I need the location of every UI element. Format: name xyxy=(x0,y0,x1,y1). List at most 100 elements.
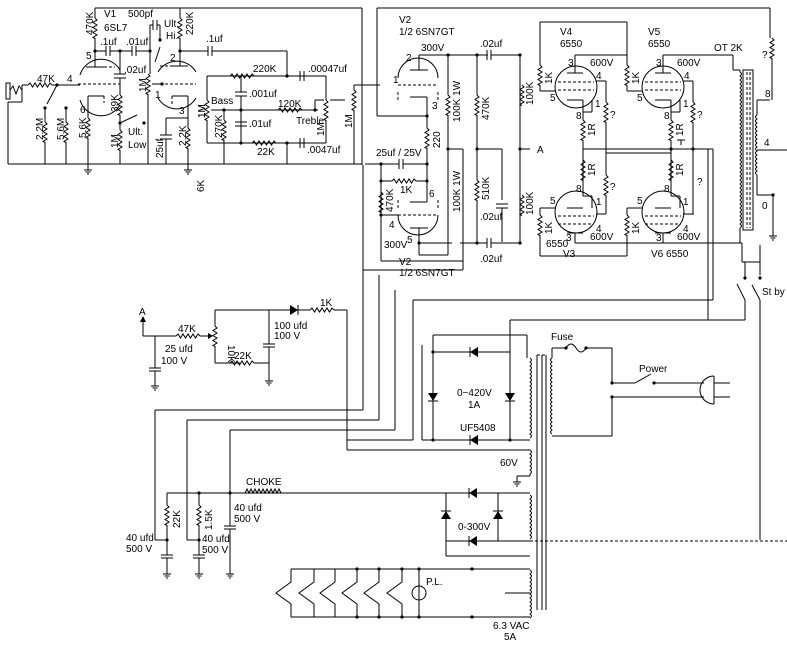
label-pin6: 6 xyxy=(80,105,86,116)
label-v5: V5 xyxy=(648,27,661,38)
label-r-100k-1w-b: 100K 1W xyxy=(452,170,463,212)
label-pi-pin3: 3 xyxy=(432,101,438,112)
tone-stack xyxy=(204,71,380,164)
label-v4-type: 6550 xyxy=(560,39,583,50)
labels: V1 6SL7 500pf Ult. Hi. .1uf .01uf .1uf .… xyxy=(35,9,785,643)
label-v4-cathode-r: 1R xyxy=(587,123,598,136)
label-choke: CHOKE xyxy=(246,477,282,488)
label-r-270k: 270K xyxy=(214,114,225,138)
label-c-0047: .0047uf xyxy=(307,145,341,156)
label-tone-220k: 220K xyxy=(253,64,277,75)
power-tubes xyxy=(518,21,742,320)
label-r-5-6m: 5.6M xyxy=(56,118,67,140)
label-c-02-bot: .02uf xyxy=(480,254,502,265)
label-bias-25ufd-v: 100 V xyxy=(161,356,187,367)
label-v2-bottom-type: 1/2 6SN7GT xyxy=(399,268,455,279)
power-supply xyxy=(154,270,787,619)
label-c-01: .01uf xyxy=(249,119,271,130)
label-pot-1m: 1M xyxy=(138,78,149,92)
label-volume-pot: 1M xyxy=(344,114,355,128)
label-c-02-top: .02uf xyxy=(480,39,502,50)
label-pi-pin5: 5 xyxy=(407,235,413,246)
output-transformer xyxy=(710,8,787,540)
label-300v-bottom: 300V xyxy=(384,240,408,251)
label-v4-pin5: 5 xyxy=(550,93,556,104)
label-v3-pin3: 3 xyxy=(566,233,572,244)
label-power[interactable]: Power xyxy=(639,364,668,375)
label-v6: V6 6550 xyxy=(651,249,689,260)
label-v3-cathode-r: 1R xyxy=(587,163,598,176)
label-v1-type: 6SL7 xyxy=(104,23,128,34)
label-c-25uf: 25uf xyxy=(155,138,166,158)
label-c-1uf-a: .1uf xyxy=(100,37,117,48)
label-bias-winding: 60V xyxy=(500,458,518,469)
label-hv-winding: 0−420V xyxy=(457,388,492,399)
label-tap-4: 4 xyxy=(764,138,770,149)
label-ult-hi2: Hi. xyxy=(166,31,178,42)
label-r-100k-a: 100K xyxy=(525,81,536,105)
label-pi-pin4: 4 xyxy=(389,220,395,231)
label-v3-pin5: 5 xyxy=(550,196,556,207)
label-v3-pin1: 1 xyxy=(596,197,602,208)
label-v6-screen-r: ? xyxy=(697,177,703,188)
label-standby[interactable]: St by xyxy=(762,287,785,298)
heater-filaments xyxy=(275,569,427,617)
label-bias-100ufd: 100 ufd xyxy=(274,321,307,332)
label-pi-pin2: 2 xyxy=(406,53,412,64)
label-bias-1k: 1K xyxy=(320,298,333,309)
label-heater-v: 6.3 VAC xyxy=(493,621,530,632)
label-r-2-2k: 2.2K xyxy=(178,125,189,146)
label-node-a: A xyxy=(537,145,544,156)
label-r-100k-1w-a: 100K 1W xyxy=(452,80,463,122)
label-ot-2k: OT 2K xyxy=(714,43,743,54)
label-v3: V3 xyxy=(563,249,576,260)
label-v3-pin4: 4 xyxy=(596,224,602,235)
label-v6-pin3: 3 xyxy=(656,233,662,244)
label-input-47k: 47K xyxy=(37,74,55,85)
label-ps-1-5k: 1.5K xyxy=(204,509,215,530)
label-300v-top: 300V xyxy=(421,43,445,54)
bias-supply xyxy=(140,305,348,440)
label-v1: V1 xyxy=(104,9,117,20)
label-v5-pin1: 1 xyxy=(683,99,689,110)
label-v4-pin8: 8 xyxy=(576,111,582,122)
label-pin1: 1 xyxy=(155,90,161,101)
label-c-02uf: .02uf xyxy=(124,65,146,76)
label-ult-low: Ult. xyxy=(128,127,143,138)
label-pin4: 4 xyxy=(67,74,73,85)
label-bias-node-a: A xyxy=(139,307,146,318)
label-v5-grid-r: 1K xyxy=(631,71,642,84)
label-ult-low2: Low xyxy=(128,140,147,151)
label-pin2: 2 xyxy=(170,53,176,64)
label-heater-a: 5A xyxy=(504,632,517,643)
label-v5-type: 6550 xyxy=(648,39,671,50)
label-v4-voltage: 600V xyxy=(590,58,614,69)
label-pi-1k: 1K xyxy=(400,185,413,196)
label-v6-voltage: 600V xyxy=(677,232,701,243)
label-v5-pin4: 4 xyxy=(684,71,690,82)
label-lv-winding: 0-300V xyxy=(458,522,491,533)
label-bias-100ufd-v: 100 V xyxy=(274,331,300,342)
label-v2-top-type: 1/2 6SN7GT xyxy=(399,27,455,38)
label-v5-pin5: 5 xyxy=(637,93,643,104)
label-c-40-a: 40 ufd xyxy=(234,503,262,514)
label-bias-pot-10k: 10K xyxy=(225,345,236,363)
label-r-510k: 510K xyxy=(481,176,492,200)
label-r-470k: 470K xyxy=(481,96,492,120)
label-ps-22k: 22K xyxy=(172,510,183,528)
label-v4-pin1: 1 xyxy=(595,99,601,110)
label-pi-pin1: 1 xyxy=(393,75,399,86)
label-500pf: 500pf xyxy=(128,9,153,20)
label-v4-grid-r: 1K xyxy=(544,71,555,84)
label-ult-hi: Ult. xyxy=(164,19,179,30)
label-pin5: 5 xyxy=(86,51,92,62)
label-v5-cathode-r: 1R xyxy=(675,123,686,136)
label-v6-pin4: 4 xyxy=(683,224,689,235)
label-v5-pin3: 3 xyxy=(656,58,662,69)
label-r-220k-plate: 220K xyxy=(185,11,196,35)
label-fuse: Fuse xyxy=(551,332,574,343)
label-c-01uf: .01uf xyxy=(126,37,148,48)
label-c-001: .001uf xyxy=(249,89,277,100)
label-c-25uf-25v: 25uf / 25V xyxy=(376,148,422,159)
